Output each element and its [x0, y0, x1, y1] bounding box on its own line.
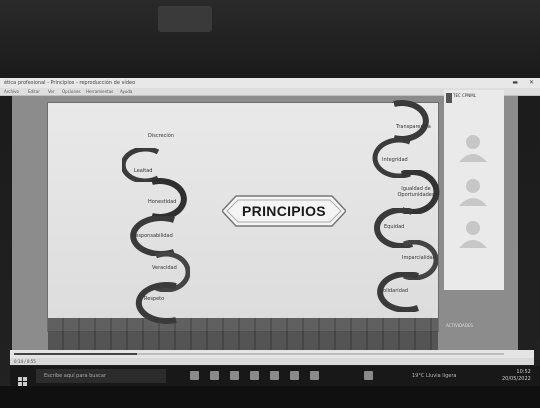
- left-arc-4: [150, 252, 190, 292]
- menu-item-herramientas[interactable]: Herramientas: [86, 89, 114, 94]
- right-label-5: Imparcialidad: [402, 255, 436, 261]
- left-label-4: Responsabilidad: [132, 233, 173, 239]
- progress-fill: [14, 353, 137, 355]
- windows-start-icon[interactable]: [18, 371, 27, 386]
- participant-avatar-icon[interactable]: [456, 176, 490, 206]
- store-icon[interactable]: [270, 371, 279, 380]
- right-arc-4: [372, 208, 416, 248]
- participant-avatar-icon[interactable]: [456, 132, 490, 162]
- menu-bar: Archivo Editar Ver Opciones Herramientas…: [0, 88, 540, 96]
- taskbar: Escribe aquí para buscar 19°C Lluvia lig…: [10, 366, 540, 386]
- file-explorer-icon[interactable]: [210, 371, 219, 380]
- system-clock[interactable]: 10:52 20/05/2022: [502, 369, 531, 383]
- right-arc-1: [388, 100, 436, 142]
- clock-date: 20/05/2022: [502, 376, 531, 382]
- center-title: PRINCIPIOS: [242, 203, 326, 219]
- search-placeholder: Escribe aquí para buscar: [44, 373, 106, 379]
- right-label-4: Equidad: [384, 224, 405, 230]
- task-view-icon[interactable]: [190, 371, 199, 380]
- taskbar-search-input[interactable]: Escribe aquí para buscar: [36, 369, 166, 383]
- left-label-5: Veracidad: [152, 265, 177, 271]
- right-label-2: Integridad: [382, 157, 408, 163]
- menu-item-editar[interactable]: Editar: [28, 89, 40, 94]
- mail-icon[interactable]: [250, 371, 259, 380]
- right-label-3: Igualdad de Oportunidades: [397, 186, 435, 198]
- right-arc-6: [374, 272, 422, 312]
- activities-watermark: ACTIVIDADES: [446, 323, 473, 328]
- window-title: ética profesional - Principios - reprodu…: [4, 80, 136, 86]
- video-time: 0:14 / 0:55: [14, 359, 36, 364]
- right-label-1: Transparencia: [396, 124, 431, 130]
- left-label-6: Respeto: [144, 296, 165, 302]
- participants-header: TEC CPNML: [453, 93, 476, 98]
- app-icon[interactable]: [310, 371, 319, 380]
- right-arc-2: [370, 138, 414, 178]
- chrome-icon[interactable]: [364, 371, 373, 380]
- menu-item-ayuda[interactable]: Ayuda: [120, 89, 133, 94]
- institution-logo-icon: [446, 93, 452, 103]
- browser-icon[interactable]: [230, 371, 239, 380]
- weather-widget[interactable]: 19°C Lluvia ligera: [412, 373, 457, 379]
- right-label-6: Solidaridad: [380, 288, 409, 294]
- media-player-icon[interactable]: [290, 371, 299, 380]
- right-arc-3: [396, 170, 440, 214]
- principios-banner: PRINCIPIOS: [222, 194, 346, 228]
- left-label-1: Discreción: [148, 133, 174, 139]
- clock-time: 10:52: [516, 369, 531, 375]
- menu-item-opciones[interactable]: Opciones: [62, 89, 81, 94]
- left-label-3: Honestidad: [148, 199, 177, 205]
- menu-item-ver[interactable]: Ver: [48, 89, 55, 94]
- close-icon[interactable]: ✕: [528, 79, 534, 86]
- monitor-bezel-bottom: [0, 386, 540, 408]
- participant-avatar-icon[interactable]: [456, 218, 490, 248]
- video-progress-bar[interactable]: [10, 350, 534, 358]
- menu-item-archivo[interactable]: Archivo: [4, 89, 19, 94]
- webcam-bezel: [158, 6, 212, 32]
- left-label-2: Lealtad: [134, 168, 153, 174]
- participants-panel: TEC CPNML: [444, 90, 504, 290]
- left-arc-1: [122, 148, 162, 182]
- video-controls: 0:14 / 0:55: [10, 358, 534, 365]
- progress-track[interactable]: [14, 353, 504, 355]
- minimize-icon[interactable]: ▬: [512, 79, 518, 86]
- left-arc-5: [128, 282, 180, 324]
